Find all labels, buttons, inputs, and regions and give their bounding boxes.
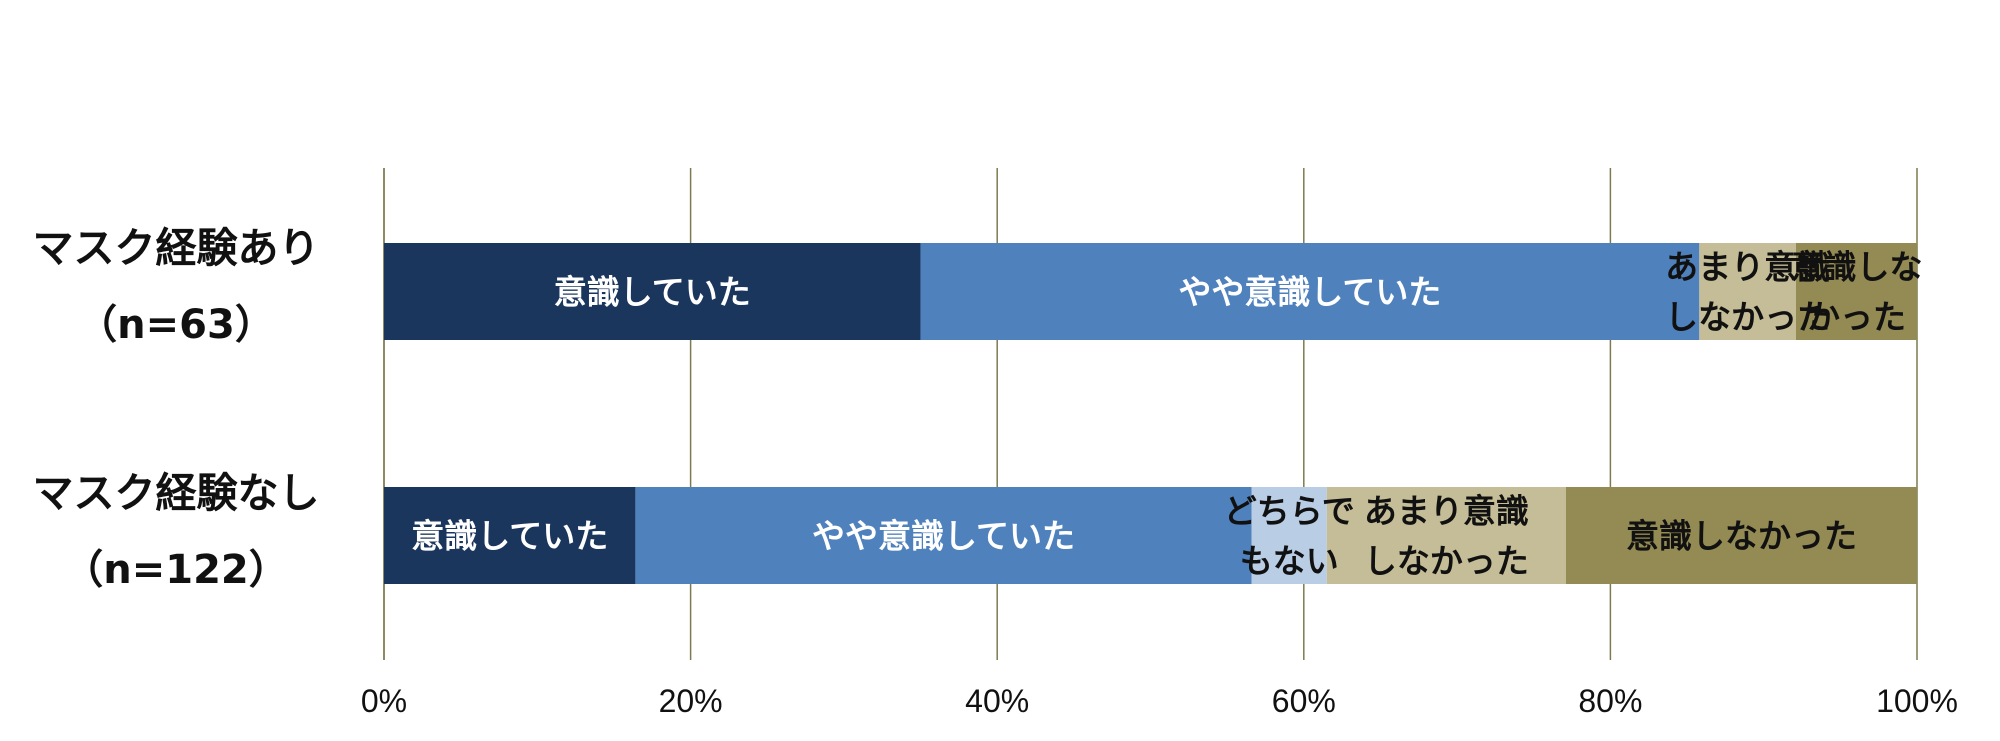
segment-label: やや意識していた [812,517,1075,556]
row-labels: マスク経験あり （n=63） マスク経験なし （n=122） [33,224,320,593]
bar-segment [384,243,921,340]
x-tick-label: 100% [1876,683,1958,719]
segment-label: やや意識していた [1178,273,1441,312]
segment-label: どちらでもない [1224,492,1355,581]
bar-segment [920,243,1700,340]
bar-segment [1699,243,1796,340]
segment-label: 意識していた [411,517,608,556]
x-tick-label: 0% [361,683,407,719]
x-axis-ticks: 0% 20% 40% 60% 80% 100% [361,683,1958,719]
category-n-with-mask: （n=63） [77,302,275,348]
segment-label: 意識していた [554,273,751,312]
segment-label: 意識しなかった [1626,517,1857,556]
segment-label: 意識しなかった [1790,248,1922,337]
bar-segment [1795,243,1917,340]
bar-segment [1565,487,1917,584]
category-n-without-mask: （n=122） [63,547,289,593]
x-tick-label: 20% [659,683,723,719]
bar-segment [635,487,1252,584]
category-label-without-mask: マスク経験なし [33,469,320,517]
x-tick-label: 40% [965,683,1029,719]
bar-segment [384,487,636,584]
segment-labels: 意識していたやや意識していたあまり意識しなかった意識しなかった意識していたやや意… [411,248,1922,581]
bars [384,243,1917,584]
segment-label: あまり意識しなかった [1665,248,1830,337]
segment-label: あまり意識しなかった [1364,492,1529,581]
category-label-with-mask: マスク経験あり [33,224,320,272]
x-tick-label: 80% [1578,683,1642,719]
bar-segment [1251,487,1327,584]
gridlines [383,168,1918,660]
x-tick-label: 60% [1272,683,1336,719]
bar-segment [1326,487,1566,584]
